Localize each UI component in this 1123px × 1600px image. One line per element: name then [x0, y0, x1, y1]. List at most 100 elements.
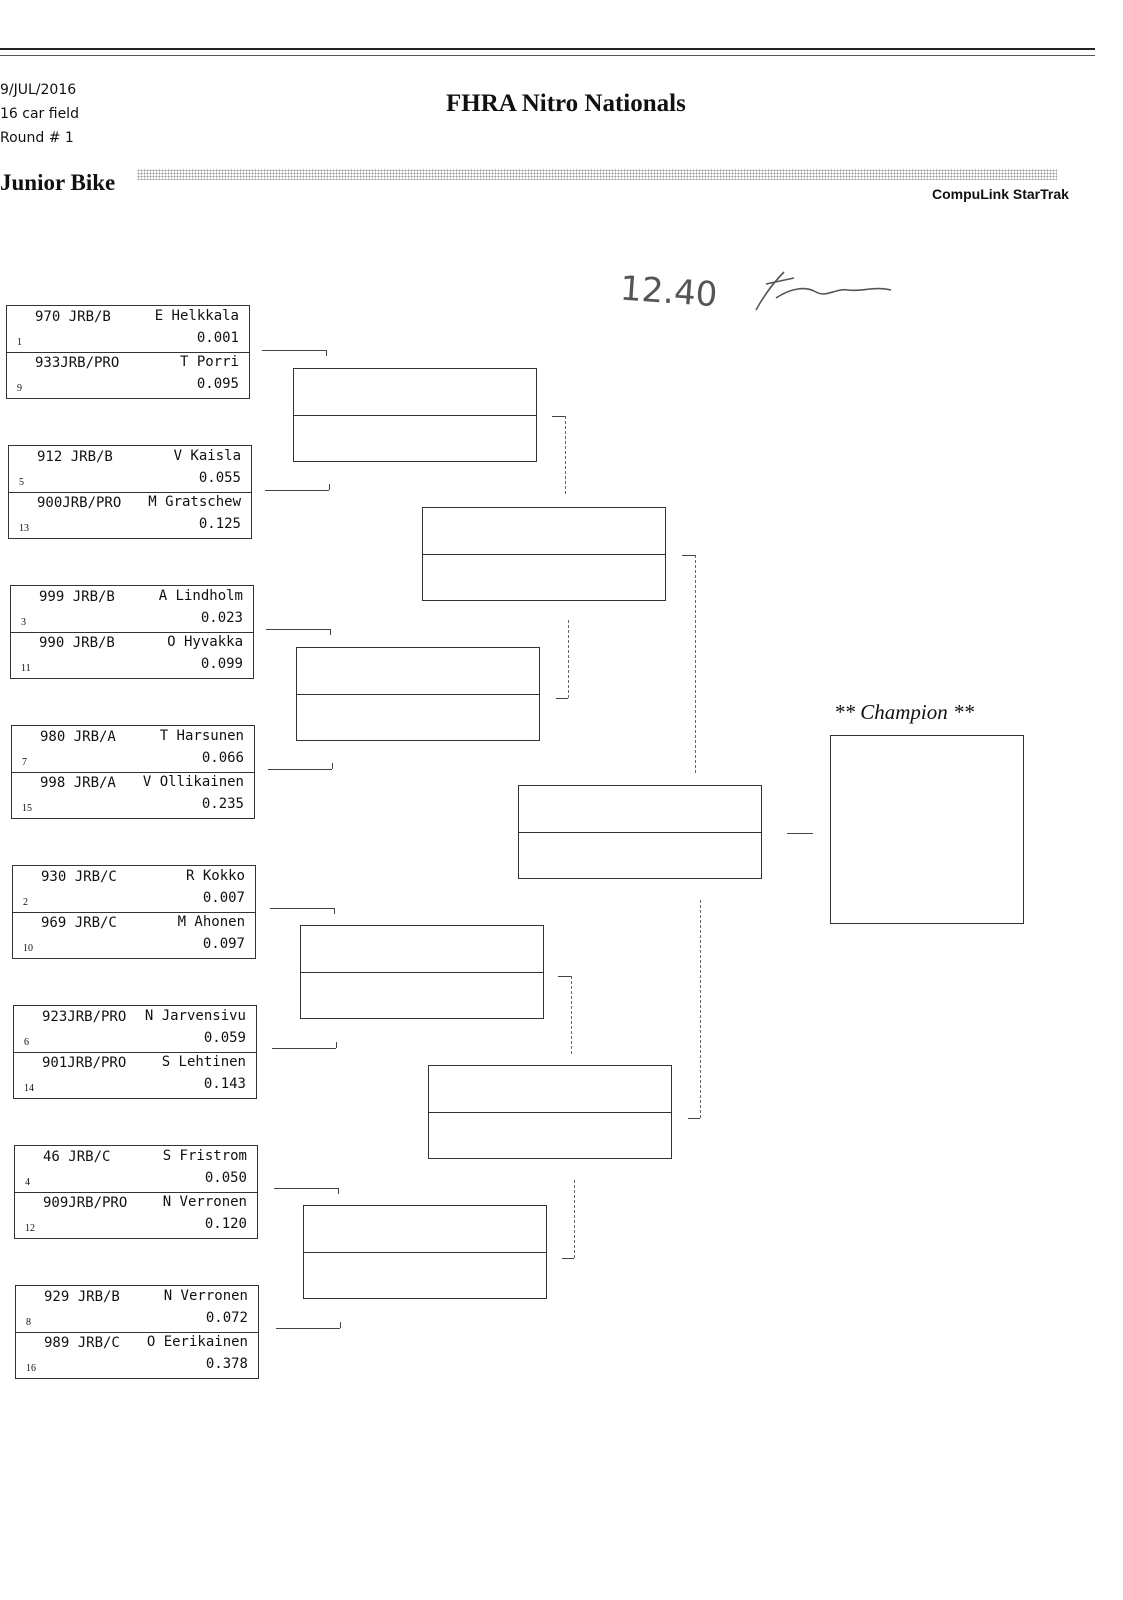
- matchup-pair: 980 JRB/A T Harsunen 0.066 7 998 JRB/A V Olli…: [11, 725, 255, 819]
- car-number: 912 JRB/B: [37, 449, 113, 465]
- racer-name: V Ollikainen: [142, 774, 244, 790]
- racer-name: V Kaisla: [173, 448, 241, 464]
- racer-name: M Ahonen: [177, 914, 245, 930]
- round2-box-4: [303, 1205, 547, 1299]
- car-number: 970 JRB/B: [35, 309, 111, 325]
- semifinal-box-1: [422, 507, 666, 601]
- connector: [787, 833, 813, 834]
- connector: [562, 1258, 574, 1259]
- handwritten-note: 12.40: [619, 269, 892, 316]
- reaction-time: 0.007: [202, 890, 245, 906]
- connector: [340, 1322, 341, 1328]
- connector: [695, 555, 696, 773]
- racer-name: O Eerikainen: [146, 1334, 248, 1350]
- connector: [556, 698, 568, 699]
- car-number: 46 JRB/C: [43, 1149, 111, 1165]
- connector: [268, 769, 332, 770]
- car-number: 969 JRB/C: [41, 915, 117, 931]
- seed-number: 16: [26, 1363, 36, 1374]
- round2-box-2: [296, 647, 540, 741]
- reaction-time: 0.066: [201, 750, 244, 766]
- car-number: 980 JRB/A: [40, 729, 116, 745]
- champion-label: ** Champion **: [834, 700, 975, 724]
- connector: [329, 484, 330, 490]
- racer-name: M Gratschew: [148, 494, 241, 510]
- car-number: 989 JRB/C: [44, 1335, 120, 1351]
- connector: [332, 763, 333, 769]
- racer-name: E Helkkala: [154, 308, 239, 324]
- matchup-pair: 912 JRB/B V Kaisla 0.055 5 900JRB/PRO M Grats…: [8, 445, 252, 539]
- car-number: 909JRB/PRO: [43, 1195, 128, 1211]
- racer-name: R Kokko: [185, 868, 245, 884]
- connector: [552, 416, 565, 417]
- racer-name: S Fristrom: [162, 1148, 247, 1164]
- car-number: 923JRB/PRO: [42, 1009, 127, 1025]
- connector: [272, 1048, 336, 1049]
- seed-number: 7: [22, 757, 27, 768]
- event-title: FHRA Nitro Nationals: [446, 90, 686, 117]
- reaction-time: 0.099: [200, 656, 243, 672]
- seed-number: 15: [22, 803, 32, 814]
- seed-number: 6: [24, 1037, 29, 1048]
- reaction-time: 0.055: [198, 470, 241, 486]
- connector: [700, 900, 701, 1118]
- header-rule: [0, 48, 1095, 50]
- reaction-time: 0.097: [202, 936, 245, 952]
- reaction-time: 0.095: [196, 376, 239, 392]
- seed-number: 14: [24, 1083, 34, 1094]
- connector: [558, 976, 571, 977]
- round2-box-1: [293, 368, 537, 462]
- racer-name: A Lindholm: [158, 588, 243, 604]
- connector: [682, 555, 695, 556]
- connector: [326, 350, 327, 356]
- seed-number: 3: [21, 617, 26, 628]
- brand-label: CompuLink StarTrak: [932, 186, 1069, 202]
- champion-box: [830, 735, 1024, 924]
- car-number: 999 JRB/B: [39, 589, 115, 605]
- reaction-time: 0.072: [205, 1310, 248, 1326]
- header-rule-thin: [0, 55, 1095, 56]
- car-number: 998 JRB/A: [40, 775, 116, 791]
- connector: [334, 908, 335, 914]
- reaction-time: 0.378: [205, 1356, 248, 1372]
- event-date: 9/JUL/2016: [0, 82, 77, 98]
- racer-name: N Verronen: [163, 1288, 248, 1304]
- round2-box-3: [300, 925, 544, 1019]
- car-number: 929 JRB/B: [44, 1289, 120, 1305]
- connector: [266, 629, 330, 630]
- car-number: 930 JRB/C: [41, 869, 117, 885]
- reaction-time: 0.120: [204, 1216, 247, 1232]
- seed-number: 10: [23, 943, 33, 954]
- car-number: 901JRB/PRO: [42, 1055, 127, 1071]
- round-number: Round # 1: [0, 130, 74, 146]
- connector: [276, 1328, 340, 1329]
- seed-number: 5: [19, 477, 24, 488]
- connector: [265, 490, 329, 491]
- seed-number: 9: [17, 383, 22, 394]
- racer-name: N Verronen: [162, 1194, 247, 1210]
- field-size: 16 car field: [0, 106, 79, 122]
- seed-number: 11: [21, 663, 31, 674]
- connector: [262, 350, 326, 351]
- connector: [338, 1188, 339, 1194]
- racer-name: T Harsunen: [159, 728, 244, 744]
- connector: [568, 620, 569, 698]
- seed-number: 2: [23, 897, 28, 908]
- connector: [574, 1180, 575, 1258]
- reaction-time: 0.001: [196, 330, 239, 346]
- handwritten-note-text: 12.40: [619, 269, 719, 316]
- final-box: [518, 785, 762, 879]
- reaction-time: 0.059: [203, 1030, 246, 1046]
- matchup-pair: 930 JRB/C R Kokko 0.007 2 969 JRB/C M Ahonen 0…: [12, 865, 256, 959]
- connector: [274, 1188, 338, 1189]
- connector: [571, 976, 572, 1054]
- connector: [270, 908, 334, 909]
- semifinal-box-2: [428, 1065, 672, 1159]
- car-number: 900JRB/PRO: [37, 495, 122, 511]
- racer-name: N Jarvensivu: [144, 1008, 246, 1024]
